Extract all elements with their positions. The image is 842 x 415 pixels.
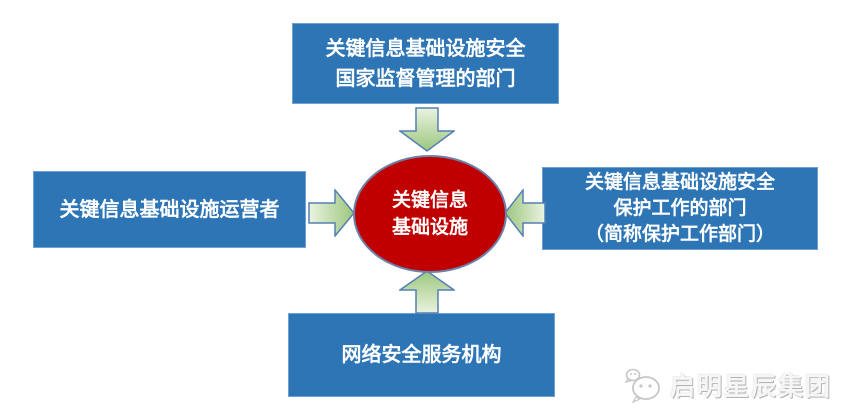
box-text-line: 关键信息基础设施运营者 bbox=[59, 198, 280, 221]
box-protection-work-department: 关键信息基础设施安全 保护工作的部门 （简称保护工作部门） bbox=[542, 167, 818, 250]
box-national-supervision-department: 关键信息基础设施安全 国家监督管理的部门 bbox=[292, 23, 559, 104]
box-infrastructure-operators: 关键信息基础设施运营者 bbox=[33, 171, 306, 248]
wechat-icon bbox=[624, 368, 660, 403]
box-text-line: 关键信息基础设施安全 bbox=[325, 37, 526, 60]
box-text-line: 国家监督管理的部门 bbox=[335, 67, 516, 90]
box-text-line: 保护工作的部门 bbox=[613, 197, 747, 219]
center-ellipse-critical-infrastructure: 关键信息 基础设施 bbox=[353, 155, 507, 273]
watermark: 启明星辰集团 bbox=[624, 367, 832, 403]
ellipse-text-line: 基础设施 bbox=[391, 217, 468, 238]
box-text-line: 关键信息基础设施安全 bbox=[584, 171, 775, 193]
arrow-down-icon bbox=[399, 107, 455, 152]
box-text-line: （简称保护工作部门） bbox=[584, 223, 775, 245]
box-network-security-service-org: 网络安全服务机构 bbox=[288, 313, 555, 397]
box-text-line: 网络安全服务机构 bbox=[341, 344, 502, 366]
arrow-left-icon bbox=[504, 189, 546, 237]
arrow-up-icon bbox=[399, 270, 455, 314]
arrow-right-icon bbox=[308, 189, 355, 237]
ellipse-text-line: 关键信息 bbox=[391, 190, 468, 211]
watermark-text: 启明星辰集团 bbox=[669, 373, 832, 401]
